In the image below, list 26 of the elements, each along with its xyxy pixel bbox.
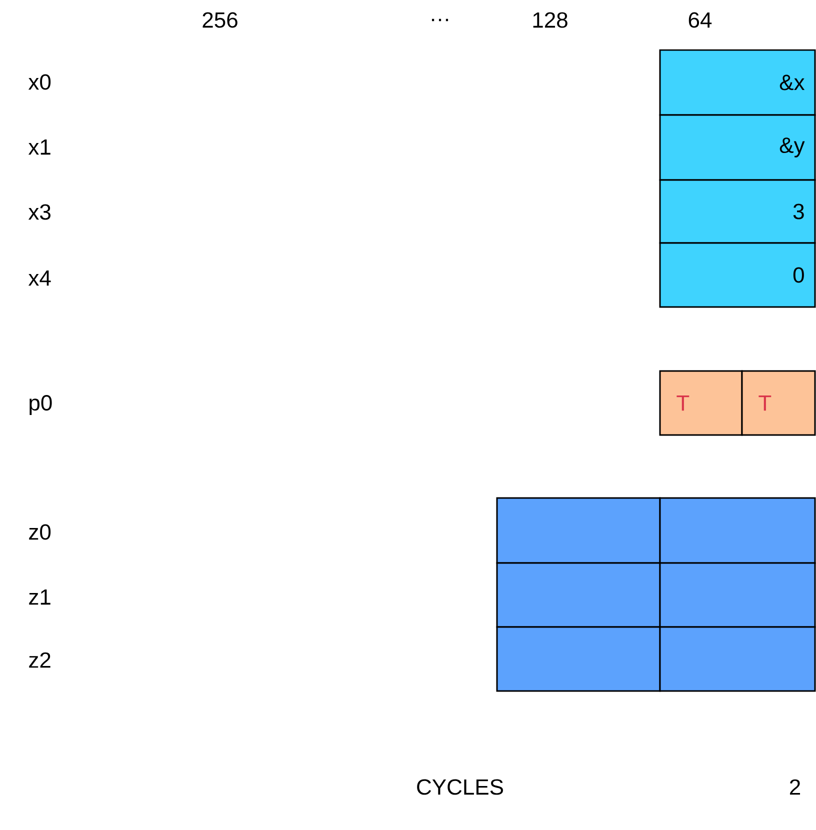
- column-header: 64: [688, 12, 712, 28]
- vector-cell: [496, 562, 661, 628]
- register-name: z2: [29, 652, 50, 668]
- register-cell: 0: [659, 242, 816, 308]
- column-header: 256: [202, 12, 238, 28]
- vector-cell: [659, 497, 816, 564]
- cycle-count: 2: [790, 779, 800, 795]
- register-name: x3: [28, 204, 50, 220]
- predicate-cell: T: [741, 370, 816, 436]
- column-header: 128: [533, 12, 568, 28]
- register-cell: &x: [659, 49, 816, 116]
- register-cell: &y: [659, 114, 816, 181]
- register-cell: 3: [659, 179, 816, 244]
- register-name: x1: [28, 139, 50, 155]
- cycle-count: CYCLES: [417, 779, 503, 795]
- vector-cell: [496, 497, 661, 564]
- vector-cell: [496, 626, 661, 692]
- register-name: x0: [28, 74, 51, 90]
- register-name: z0: [29, 524, 51, 540]
- register-name: p0: [30, 395, 52, 415]
- column-header: …: [432, 18, 448, 22]
- predicate-cell: T: [659, 370, 743, 436]
- register-name: z1: [29, 589, 50, 605]
- vector-cell: [659, 626, 816, 692]
- register-name: x4: [28, 270, 51, 286]
- vector-cell: [659, 562, 816, 628]
